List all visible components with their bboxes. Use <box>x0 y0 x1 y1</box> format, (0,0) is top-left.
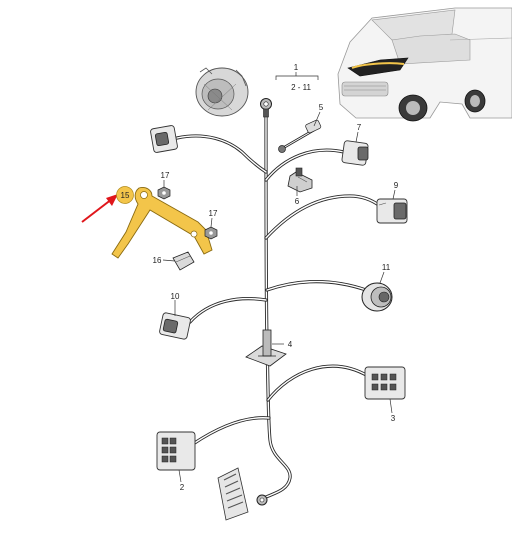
leader-lines <box>162 72 396 483</box>
grommet-item-4 <box>245 329 287 367</box>
callout-2: 2 <box>180 483 185 492</box>
wiring-harness <box>175 113 382 499</box>
round-connector-item-11 <box>361 282 393 312</box>
loose-connector-block <box>217 467 249 521</box>
connector-item-2 <box>156 431 196 471</box>
callout-15: 15 <box>121 191 130 200</box>
callout-16: 16 <box>153 256 162 265</box>
callout-5: 5 <box>319 103 324 112</box>
bracket-item-6 <box>287 167 313 193</box>
callout-17-upper: 17 <box>161 171 170 180</box>
callout-6: 6 <box>295 197 300 206</box>
connector-item-7 <box>341 140 369 166</box>
cable-tie <box>278 119 322 153</box>
callout-9: 9 <box>394 181 399 190</box>
callout-3: 3 <box>391 414 396 423</box>
red-arrow-indicator <box>81 194 118 223</box>
clip-item-16 <box>172 251 195 271</box>
callout-7: 7 <box>357 123 362 132</box>
callout-labels: 1 2 - 11 5 7 6 9 11 10 4 3 2 17 17 16 15 <box>121 63 399 492</box>
callout-10: 10 <box>171 292 180 301</box>
nut-item-17-lower <box>204 226 218 240</box>
callout-4: 4 <box>288 340 293 349</box>
nut-item-17-upper <box>157 186 171 200</box>
callout-15-badge <box>116 186 134 204</box>
connector-item-10 <box>159 312 191 340</box>
connector-item-3 <box>364 366 406 400</box>
ring-terminal-top <box>260 98 272 118</box>
callout-11: 11 <box>382 263 391 272</box>
vehicle-illustration <box>337 7 512 122</box>
callout-17-lower: 17 <box>209 209 218 218</box>
connector-item-9 <box>376 198 408 224</box>
highlighted-bracket-item-15 <box>111 187 213 259</box>
ring-terminal-bottom <box>256 494 268 506</box>
callout-1: 1 <box>294 63 299 72</box>
connector-upper-left <box>150 125 178 153</box>
callout-1-range: 2 - 11 <box>291 83 311 92</box>
alternator-illustration <box>195 67 249 117</box>
